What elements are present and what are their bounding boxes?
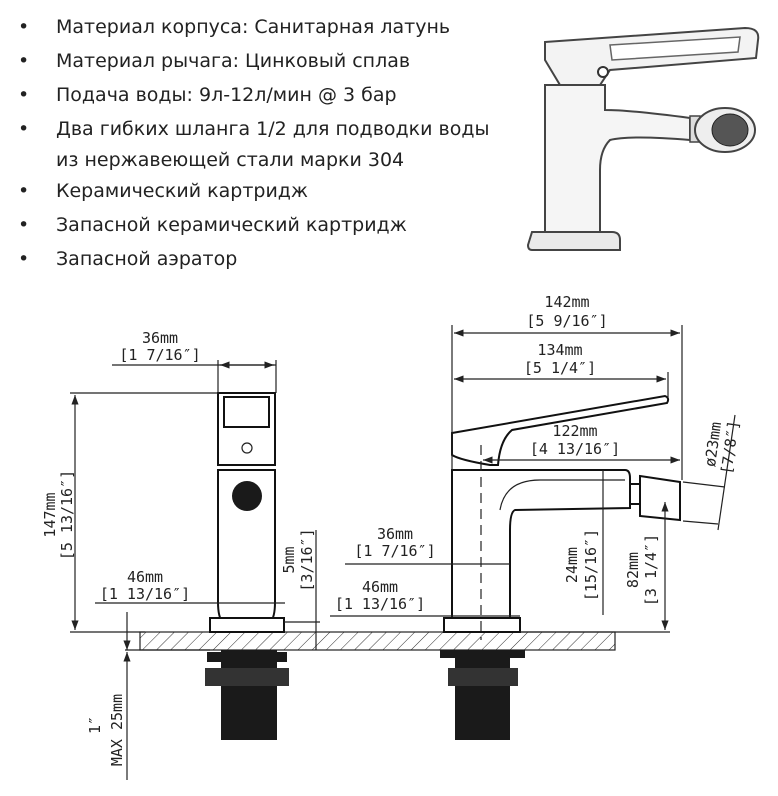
spec-text: Запасной керамический картридж <box>56 214 407 236</box>
dim-label: [3/16″] <box>298 528 316 591</box>
dim-label: 122mm <box>552 422 597 440</box>
side-dimensions: 142mm [5 9/16″] 134mm [5 1/4″] 122mm [4 … <box>330 293 743 633</box>
dim-label: [5 1/4″] <box>524 359 596 377</box>
spec-text: Два гибких шланга 1/2 для подводки воды <box>56 118 490 140</box>
dim-label: [15/16″] <box>582 529 600 601</box>
spec-item: • Запасной аэратор <box>18 242 489 276</box>
countertop <box>139 631 616 651</box>
spec-item: • Материал рычага: Цинковый сплав <box>18 44 489 78</box>
spec-item: • Два гибких шланга 1/2 для подводки воды… <box>18 112 489 174</box>
dim-label: [1 7/16″] <box>119 346 200 364</box>
dim-label: [1 13/16″] <box>335 595 425 613</box>
spec-item: • Запасной керамический картридж <box>18 208 489 242</box>
dim-label: 147mm <box>41 492 59 537</box>
spec-text: Материал рычага: Цинковый сплав <box>56 50 411 72</box>
spec-item: • Материал корпуса: Санитарная латунь <box>18 10 489 44</box>
spec-text: Керамический картридж <box>56 180 309 202</box>
spec-list: • Материал корпуса: Санитарная латунь • Ма… <box>18 10 489 276</box>
spec-text-line2: из нержавеющей стали марки 304 <box>56 149 405 171</box>
bullet: • <box>18 248 30 270</box>
dim-label: [1 7/16″] <box>354 542 435 560</box>
front-dimensions: 36mm [1 7/16″] 147mm [5 13/16″] 46mm [1 … <box>41 329 320 780</box>
dim-label: [3 1/4″] <box>642 534 660 606</box>
dim-label: 36mm <box>142 329 178 347</box>
spec-item: • Подача воды: 9л-12л/мин @ 3 бар <box>18 78 489 112</box>
bullet: • <box>18 214 30 236</box>
bullet: • <box>18 118 30 140</box>
dim-label: 46mm <box>127 568 163 586</box>
dim-label: 5mm <box>280 546 298 573</box>
dim-label: 1″ <box>86 716 104 734</box>
dim-label: 36mm <box>377 525 413 543</box>
bullet: • <box>18 84 30 106</box>
dim-label: [1 13/16″] <box>100 585 190 603</box>
bullet: • <box>18 16 30 38</box>
side-view <box>440 394 681 740</box>
front-view <box>205 392 289 740</box>
product-image <box>526 26 760 251</box>
dim-label: 82mm <box>624 552 642 588</box>
dim-label: 134mm <box>537 341 582 359</box>
spec-text: Запасной аэратор <box>56 248 238 270</box>
spec-text: Материал корпуса: Санитарная латунь <box>56 16 451 38</box>
bullet: • <box>18 180 30 202</box>
dim-label: 46mm <box>362 578 398 596</box>
bullet: • <box>18 50 30 72</box>
dim-label: MAX 25mm <box>108 694 126 766</box>
spec-item: • Керамический картридж <box>18 174 489 208</box>
dim-label: 142mm <box>544 293 589 311</box>
dim-label: [5 13/16″] <box>58 470 76 560</box>
dim-label: 24mm <box>563 547 581 583</box>
spec-text: Подача воды: 9л-12л/мин @ 3 бар <box>56 84 397 106</box>
dim-label: [5 9/16″] <box>526 312 607 330</box>
dim-label: [4 13/16″] <box>530 440 620 458</box>
